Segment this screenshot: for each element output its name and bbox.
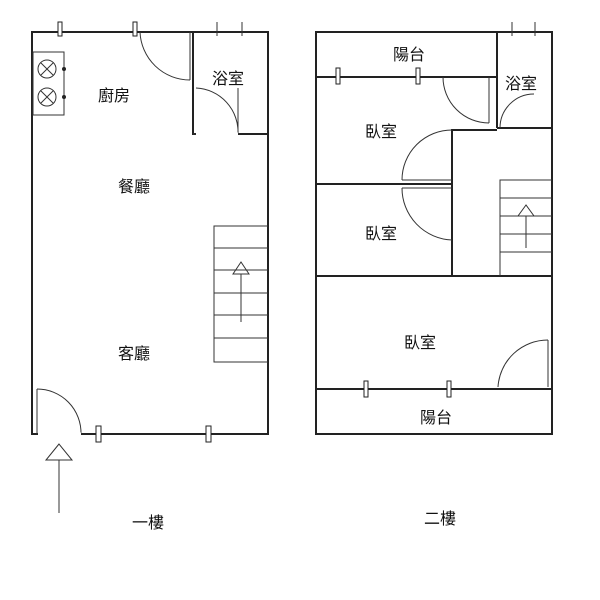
balcony-top-label: 陽台: [393, 45, 425, 64]
floor-1-bath-label: 浴室: [212, 69, 244, 88]
bedroom-3-label: 臥室: [404, 333, 436, 352]
bedroom-1-door: [401, 129, 453, 181]
floor-2-caption: 二樓: [424, 509, 456, 528]
floor-1-staircase: [213, 225, 268, 363]
floor-1-bath-door: [193, 87, 239, 136]
front-door: [36, 388, 82, 436]
up-arrow-icon: [517, 204, 535, 248]
kitchen-door: [139, 31, 191, 81]
floor-2-bath-door: [442, 76, 490, 124]
stove-icon: [32, 51, 66, 116]
floor-1-bottom-windows: [95, 425, 212, 443]
floor-2-bath-door-2: [499, 93, 535, 129]
floor-2: 陽台 浴室 臥室 臥室 臥室 陽台 二樓: [315, 22, 553, 528]
kitchen-label: 廚房: [98, 86, 130, 105]
floor-2-outer-wall: [315, 31, 553, 435]
floor-1: 廚房 浴室 餐廳 客廳 一樓: [31, 21, 269, 532]
living-label: 客廳: [118, 344, 150, 363]
floor-2-staircase: [499, 179, 552, 276]
bedroom-1-label: 臥室: [365, 122, 397, 141]
dining-label: 餐廳: [118, 177, 150, 196]
floor-1-top-windows: [57, 21, 243, 37]
entrance-arrow-icon: [44, 443, 74, 513]
floor-1-outer-wall: [31, 31, 269, 435]
bedroom-3-door: [497, 339, 549, 388]
up-arrow-icon: [232, 261, 250, 322]
balcony-bottom-label: 陽台: [420, 408, 452, 427]
bedroom-2-door: [401, 187, 453, 241]
bedroom-2-label: 臥室: [365, 224, 397, 243]
floor-1-caption: 一樓: [132, 513, 164, 532]
floor-2-bath-label: 浴室: [505, 74, 537, 93]
